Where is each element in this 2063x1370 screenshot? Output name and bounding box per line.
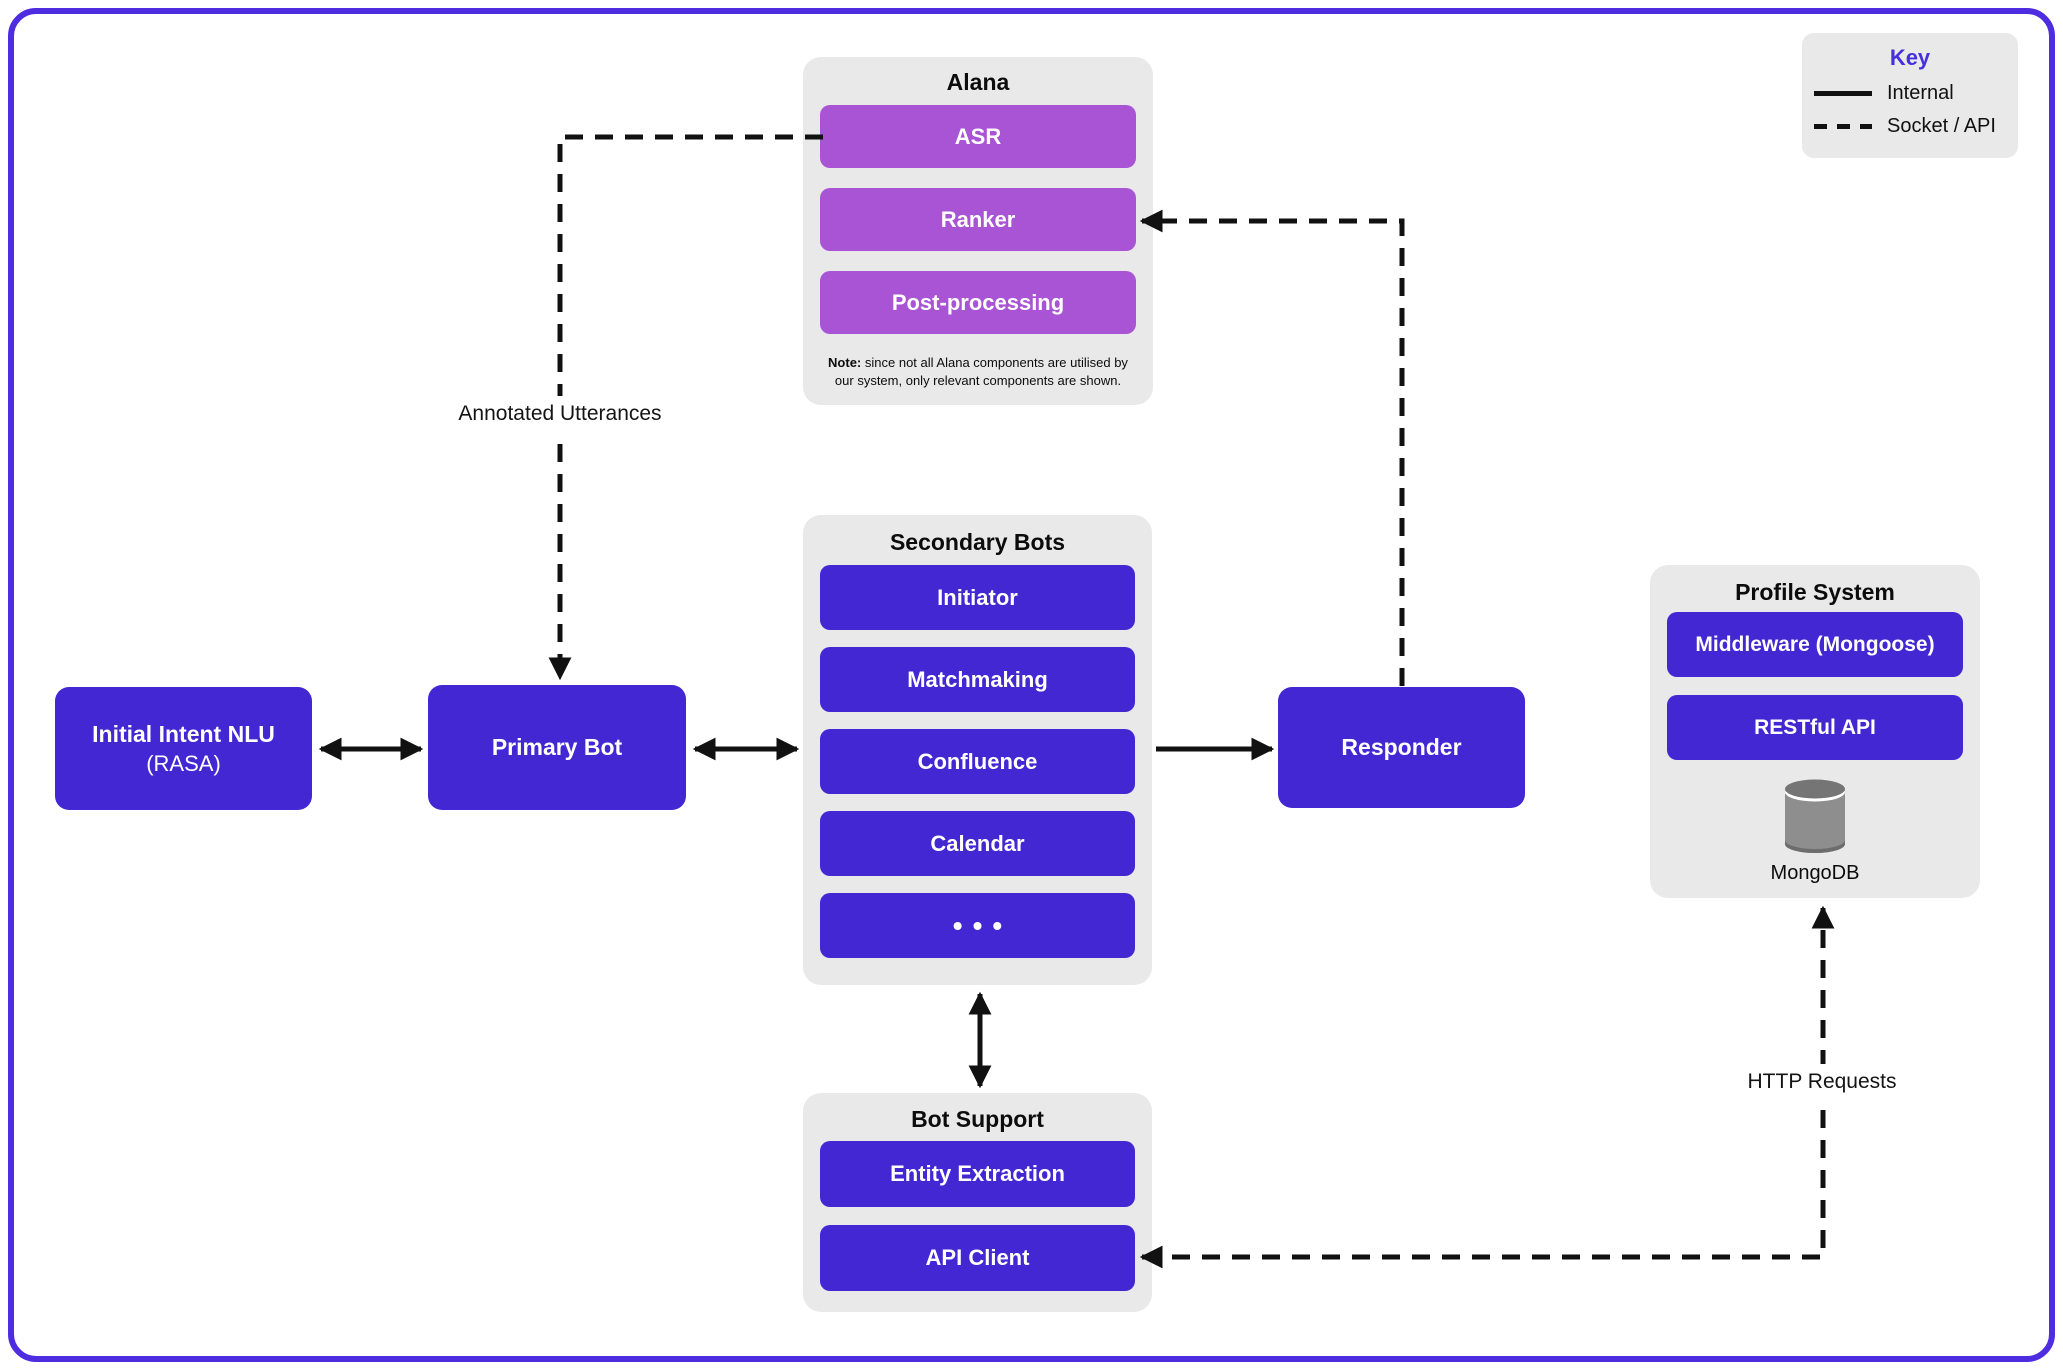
group-profile-system: Profile System Middleware (Mongoose) RES… bbox=[1650, 565, 1980, 898]
group-alana: Alana ASR Ranker Post-processing Note: s… bbox=[803, 57, 1153, 405]
node-matchmaking: Matchmaking bbox=[820, 647, 1135, 712]
dashed-line-sample bbox=[1814, 124, 1872, 129]
node-api-client: API Client bbox=[820, 1225, 1135, 1291]
node-initial-intent-nlu-title: Initial Intent NLU bbox=[92, 720, 275, 747]
group-secondary-bots: Secondary Bots Initiator Matchmaking Con… bbox=[803, 515, 1152, 985]
group-title-profile-system: Profile System bbox=[1735, 579, 1895, 605]
node-entity-extraction: Entity Extraction bbox=[820, 1141, 1135, 1207]
alana-note-label: Note: bbox=[828, 355, 862, 370]
group-title-secondary-bots: Secondary Bots bbox=[889, 529, 1066, 555]
node-responder: Responder bbox=[1278, 687, 1525, 808]
node-ranker: Ranker bbox=[820, 188, 1136, 251]
node-post-processing: Post-processing bbox=[820, 271, 1136, 334]
node-calendar: Calendar bbox=[820, 811, 1135, 876]
solid-line-sample bbox=[1814, 91, 1872, 96]
node-initiator: Initiator bbox=[820, 565, 1135, 630]
legend-panel: Key Internal Socket / API bbox=[1802, 33, 2018, 158]
group-bot-support: Bot Support Entity Extraction API Client bbox=[803, 1093, 1152, 1312]
database-icon bbox=[1785, 779, 1845, 853]
edge-label-http-requests: HTTP Requests bbox=[1737, 1064, 1907, 1100]
group-title-bot-support: Bot Support bbox=[911, 1106, 1044, 1132]
legend-title: Key bbox=[1889, 45, 1931, 70]
node-primary-bot: Primary Bot bbox=[428, 685, 686, 810]
legend-label-socket-api: Socket / API bbox=[1887, 115, 1996, 137]
node-restful-api: RESTful API bbox=[1667, 695, 1963, 760]
node-ellipsis: ••• bbox=[820, 893, 1135, 958]
legend-label-internal: Internal bbox=[1887, 82, 1954, 104]
node-initial-intent-nlu-subtitle: (RASA) bbox=[146, 750, 221, 776]
node-confluence: Confluence bbox=[820, 729, 1135, 794]
legend-row-socket-api: Socket / API bbox=[1814, 110, 2006, 143]
node-asr: ASR bbox=[820, 105, 1136, 168]
edge-label-annotated-utterances: Annotated Utterances bbox=[448, 396, 672, 432]
legend-row-internal: Internal bbox=[1814, 77, 2006, 110]
alana-note-text: since not all Alana components are utili… bbox=[834, 355, 1128, 388]
database-label: MongoDB bbox=[1770, 862, 1860, 884]
group-title-alana: Alana bbox=[946, 69, 1010, 95]
alana-note: Note: since not all Alana components are… bbox=[824, 354, 1132, 390]
node-middleware-mongoose: Middleware (Mongoose) bbox=[1667, 612, 1963, 677]
node-initial-intent-nlu: Initial Intent NLU (RASA) bbox=[55, 687, 312, 810]
page-border bbox=[8, 8, 2055, 1362]
database-figure: MongoDB bbox=[1667, 778, 1963, 885]
